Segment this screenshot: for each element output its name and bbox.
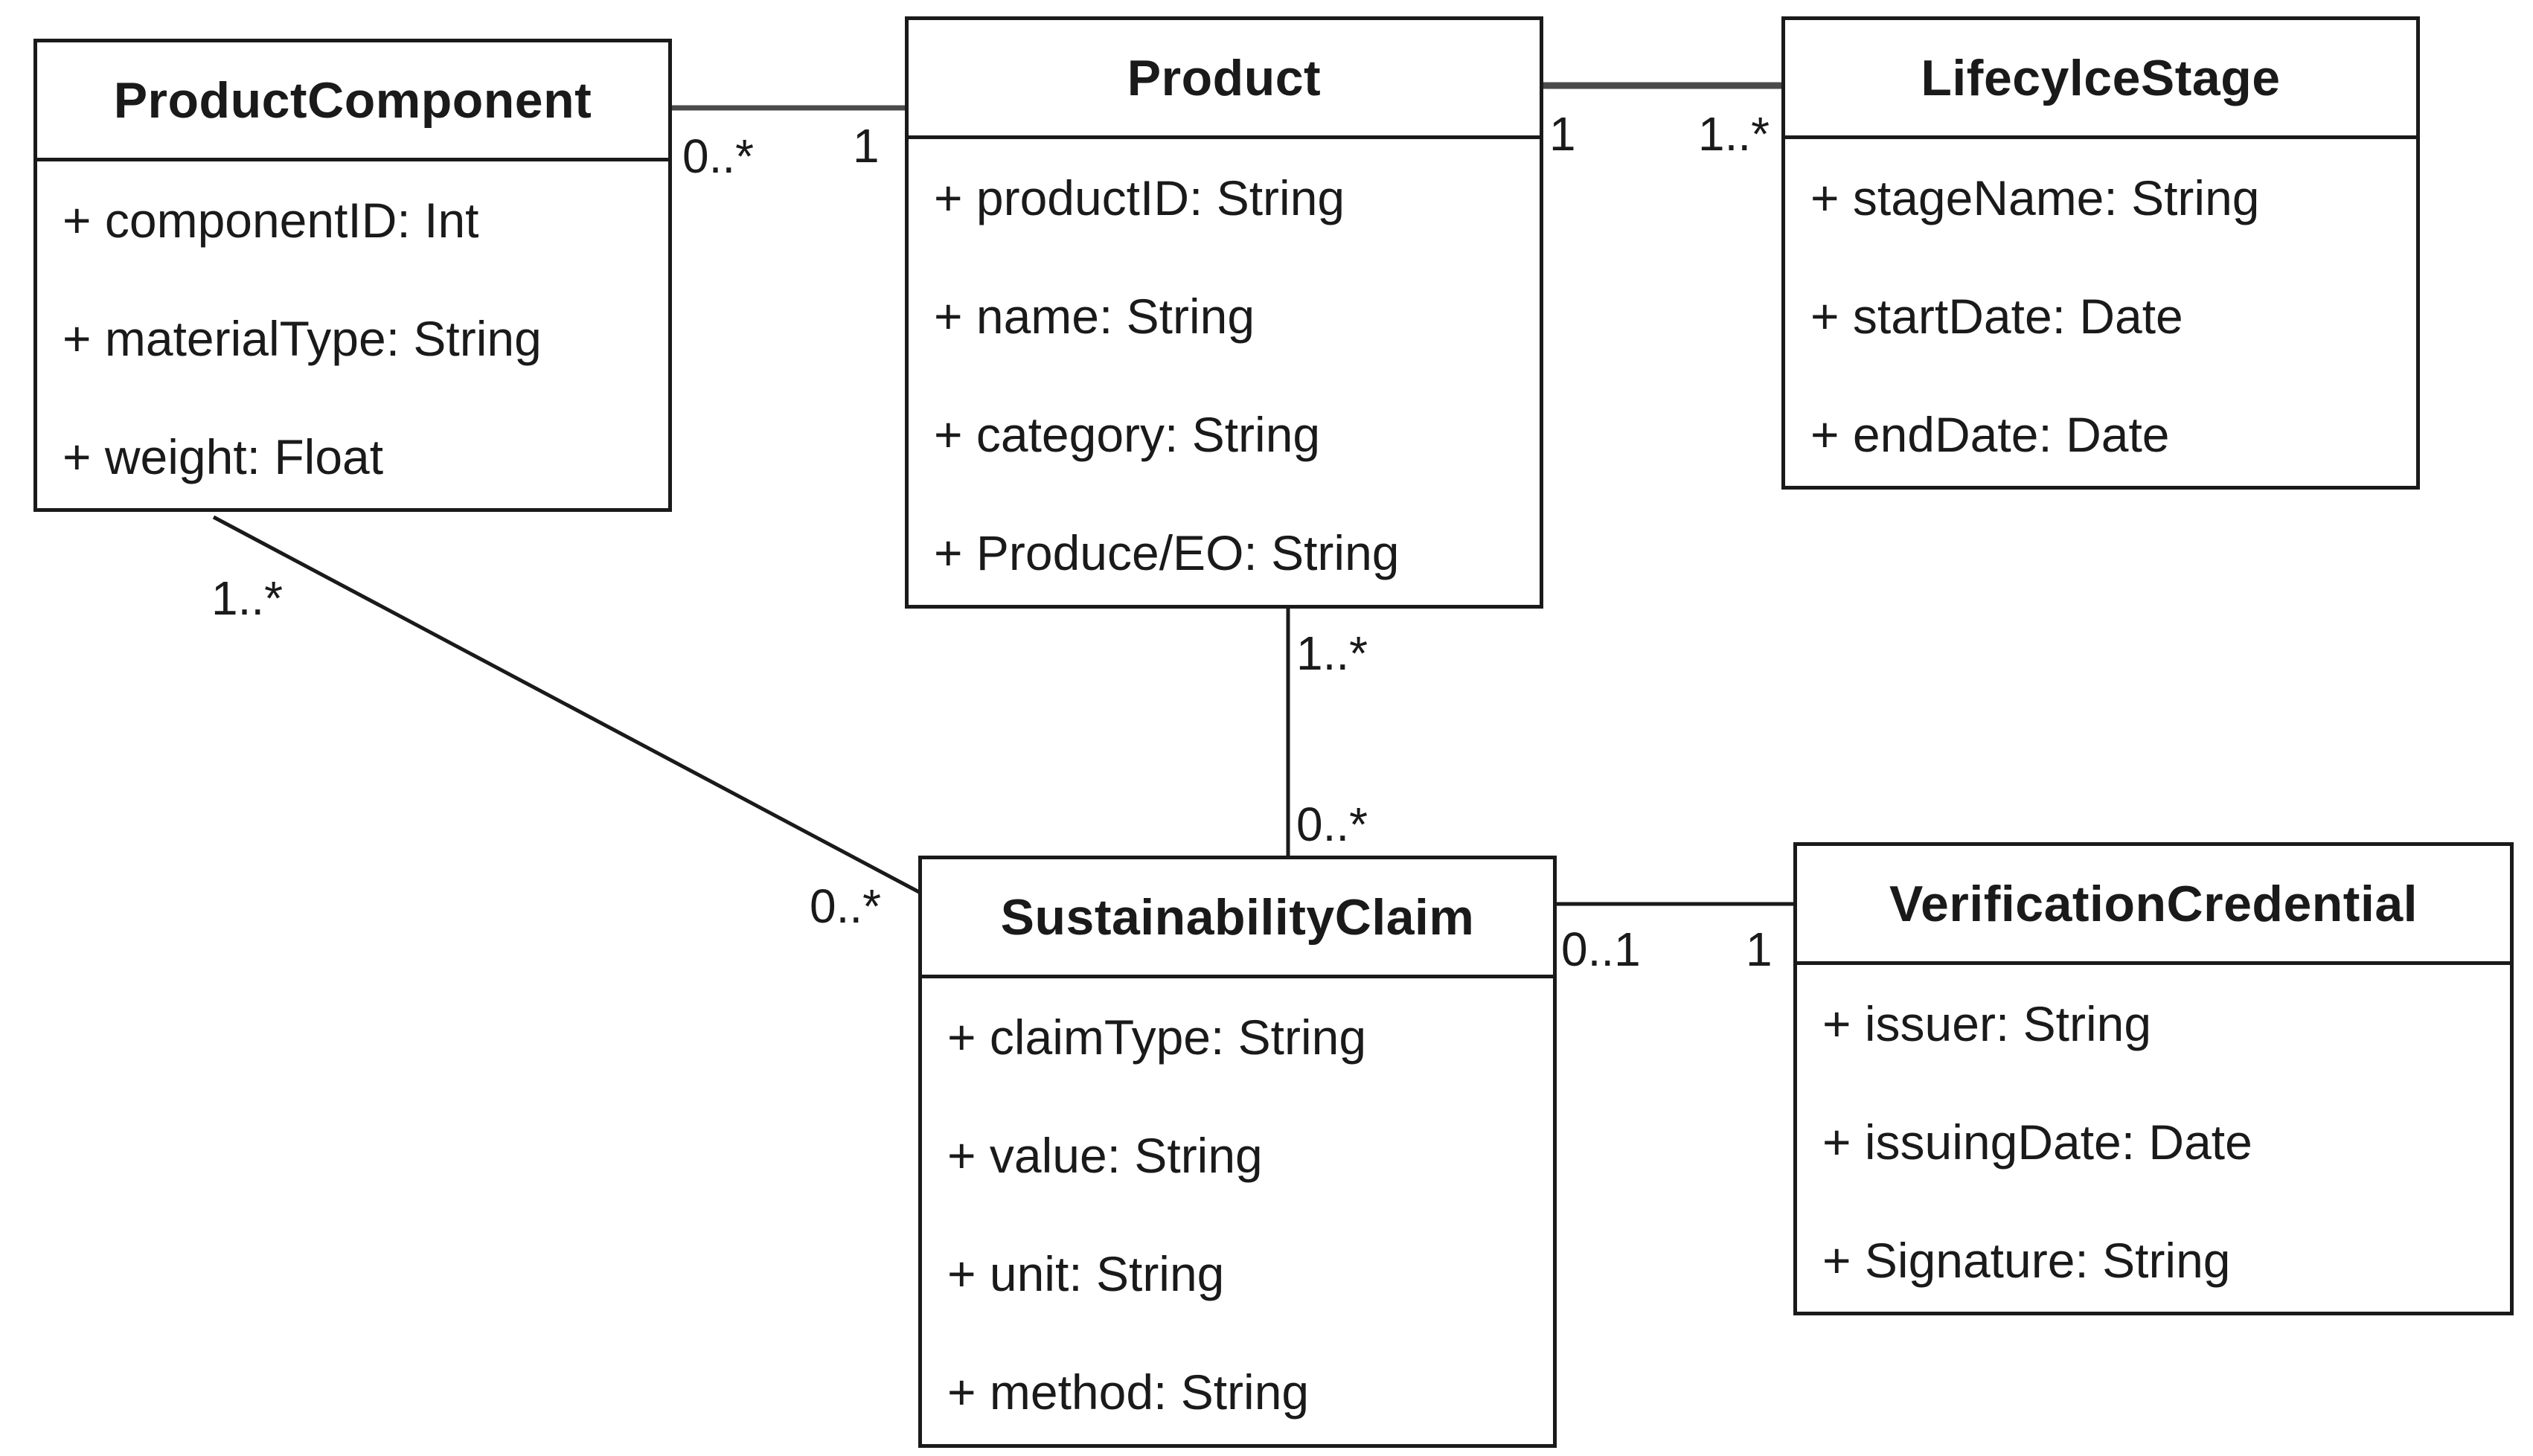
multiplicity-product-claim-product-end: 1..* [1296,626,1368,680]
multiplicity-product-lifecycle-product-end: 1 [1549,107,1576,161]
class-name: Product [909,20,1540,139]
attribute: + endDate: Date [1810,407,2170,462]
attribute: + unit: String [947,1246,1225,1301]
multiplicity-claim-credential-claim-end: 0..1 [1561,923,1641,976]
attribute: + issuer: String [1822,996,2152,1051]
attribute: + value: String [947,1128,1263,1183]
multiplicity-product-claim-claim-end: 0..* [1296,798,1368,851]
class-sustainability-claim: SustainabilityClaim + claimType: String … [918,856,1557,1448]
attribute: + claimType: String [947,1010,1367,1065]
multiplicity-component-product-component-end: 0..* [682,129,755,183]
class-name: ProductComponent [37,42,668,161]
attribute-list: + issuer: String + issuingDate: Date + S… [1797,965,2510,1320]
multiplicity-component-product-product-end: 1 [853,119,880,173]
attribute: + category: String [934,407,1321,462]
attribute: + componentID: Int [63,193,479,248]
class-verification-credential: VerificationCredential + issuer: String … [1793,842,2514,1315]
attribute: + method: String [947,1364,1310,1420]
multiplicity-product-lifecycle-lifecycle-end: 1..* [1698,107,1770,161]
class-name: LifecylceStage [1785,20,2416,139]
attribute-list: + componentID: Int + materialType: Strin… [37,161,668,516]
class-name: VerificationCredential [1797,846,2510,965]
class-name: SustainabilityClaim [922,859,1553,978]
attribute: + stageName: String [1810,170,2260,225]
attribute: + materialType: String [63,311,542,366]
class-product: Product + productID: String + name: Stri… [905,16,1543,609]
association-line-component-claim [212,515,922,895]
attribute: + productID: String [934,170,1345,225]
multiplicity-claim-credential-credential-end: 1 [1746,923,1773,976]
class-product-component: ProductComponent + componentID: Int + ma… [33,39,672,512]
class-lifecycle-stage: LifecylceStage + stageName: String + sta… [1781,16,2420,490]
attribute-list: + claimType: String + value: String + un… [922,978,1553,1452]
attribute-list: + productID: String + name: String + cat… [909,139,1540,612]
attribute: + issuingDate: Date [1822,1115,2252,1170]
attribute: + name: String [934,289,1255,344]
attribute: + Produce/EO: String [934,525,1400,580]
attribute: + startDate: Date [1810,289,2183,344]
multiplicity-component-claim-claim-end: 0..* [810,879,882,933]
attribute-list: + stageName: String + startDate: Date + … [1785,139,2416,494]
multiplicity-component-claim-component-end: 1..* [211,571,284,625]
attribute: + Signature: String [1822,1233,2231,1288]
attribute: + weight: Float [63,429,384,484]
